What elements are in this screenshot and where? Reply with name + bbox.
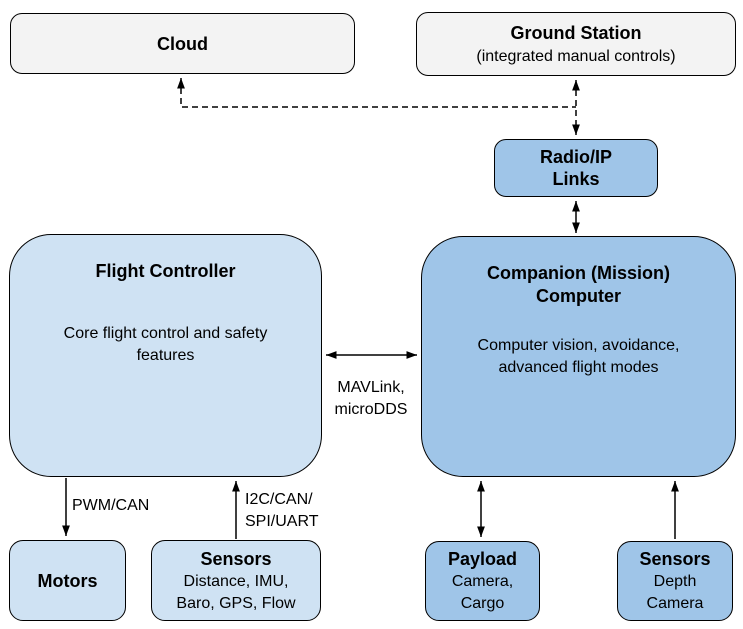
companion-sensors-list: Depth Camera	[646, 573, 704, 612]
i2c-spi-edge-label: I2C/CAN/ SPI/UART	[245, 491, 319, 530]
companion-computer-node: Companion (Mission) Computer Computer vi…	[421, 236, 736, 477]
ground-station-node: Ground Station (integrated manual contro…	[416, 12, 736, 76]
payload-node: Payload Camera, Cargo	[425, 541, 540, 621]
companion-sensors-node: Sensors Depth Camera	[617, 541, 733, 621]
flight-controller-node: Flight Controller Core flight control an…	[9, 234, 322, 477]
pwm-can-edge-label: PWM/CAN	[72, 497, 150, 514]
companion-computer-title: Companion (Mission) Computer	[487, 263, 670, 306]
flight-controller-title: Flight Controller	[95, 261, 236, 281]
ground-station-subtitle: (integrated manual controls)	[476, 47, 676, 65]
companion-computer-description: Computer vision, avoidance, advanced fli…	[477, 337, 680, 376]
flight-controller-description: Core flight control and safety features	[63, 325, 268, 364]
cloud-title: Cloud	[157, 33, 208, 54]
payload-list: Camera, Cargo	[451, 573, 514, 612]
radio-ip-links-node: Radio/IP Links	[494, 139, 658, 197]
ground-station-title: Ground Station	[510, 22, 642, 43]
motors-title: Motors	[37, 570, 98, 591]
companion-sensors-title: Sensors	[639, 549, 711, 569]
arrow-links-to-cloud	[177, 78, 576, 108]
radio-ip-links-title: Radio/IP Links	[539, 147, 612, 189]
payload-title: Payload	[447, 549, 518, 569]
mavlink-edge-label: MAVLink, microDDS	[334, 379, 408, 418]
cloud-node: Cloud	[10, 13, 355, 74]
fc-sensors-node: Sensors Distance, IMU, Baro, GPS, Flow	[151, 540, 321, 621]
motors-node: Motors	[9, 540, 126, 621]
fc-sensors-title: Sensors	[200, 548, 272, 569]
fc-sensors-list: Distance, IMU, Baro, GPS, Flow	[176, 572, 296, 612]
